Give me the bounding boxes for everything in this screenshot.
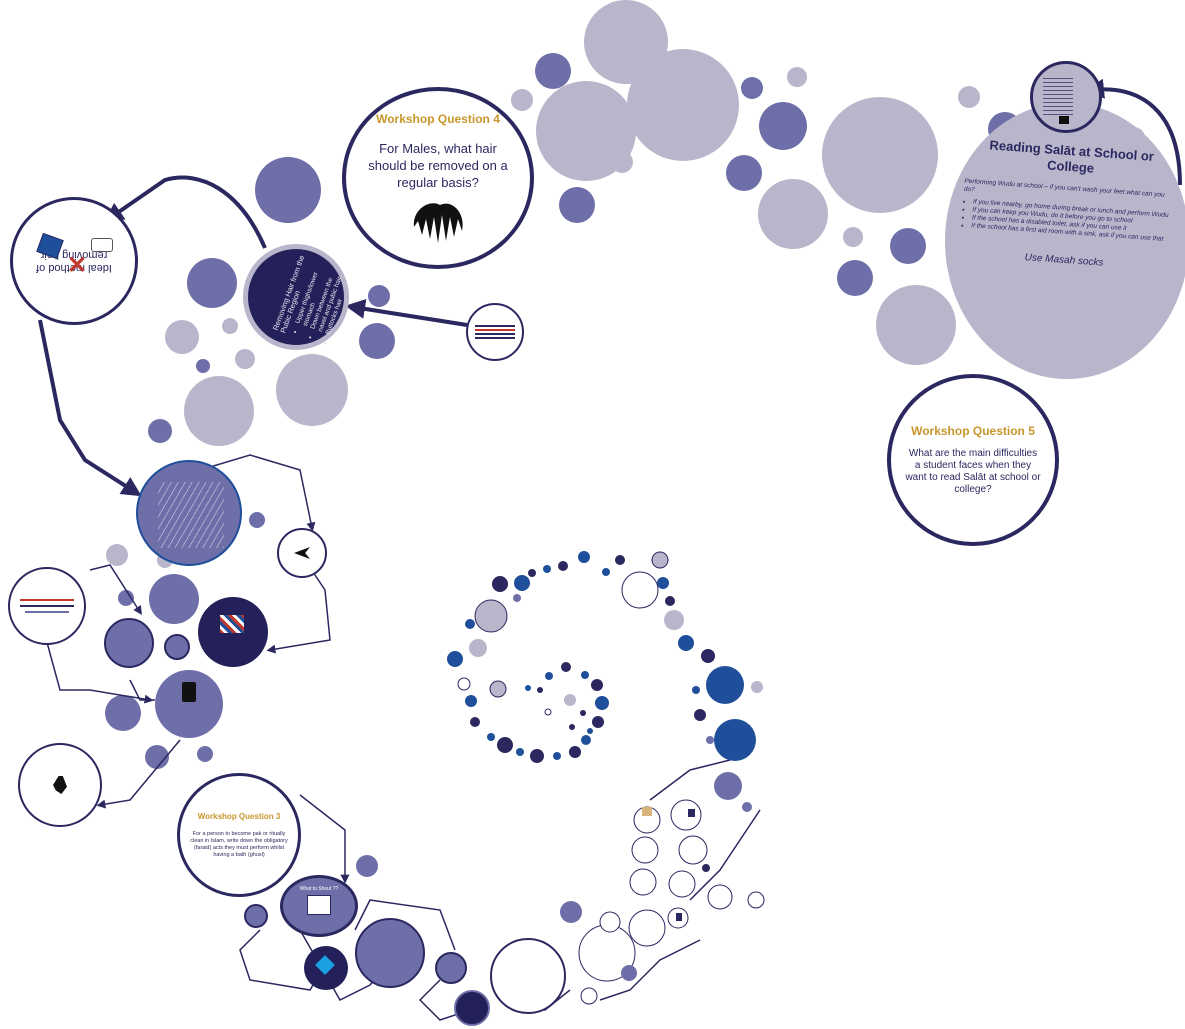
- small-dark-frame-3[interactable]: [454, 990, 490, 1026]
- central-spiral: [447, 551, 763, 800]
- arrow-icon: [294, 547, 310, 559]
- small-grey-frame-1[interactable]: [244, 904, 268, 928]
- reading-salat-frame[interactable]: Reading Salāt at School or College Perfo…: [945, 103, 1185, 379]
- workshop-question-3-body: For a person to become pak or ritually c…: [190, 830, 288, 858]
- workshop-question-4-frame[interactable]: Workshop Question 4 For Males, what hair…: [342, 87, 534, 269]
- workshop-question-3-frame[interactable]: Workshop Question 3 For a person to beco…: [177, 773, 301, 897]
- lower-left-bubble-cluster: [105, 512, 582, 923]
- grey-small-frame[interactable]: [164, 634, 190, 660]
- removing-hair-frame[interactable]: Removing Hair from the Pubic Region Uppe…: [243, 244, 349, 350]
- workshop-question-5-title: Workshop Question 5: [911, 424, 1035, 438]
- bottom-left-frame[interactable]: [18, 743, 102, 827]
- spiral-mini-frames: [578, 799, 765, 1005]
- ideal-method-frame[interactable]: Ideal method of removing hair ✕: [10, 197, 138, 325]
- workshop-question-4-title: Workshop Question 4: [376, 111, 500, 126]
- left-bubble-cluster: [148, 157, 395, 446]
- hair-tuft-icon: [413, 202, 463, 243]
- colorful-dark-frame[interactable]: [198, 597, 268, 667]
- workshop-question-4-body: For Males, what hair should be removed o…: [368, 140, 508, 190]
- reading-salat-footer: Use Masah socks: [1024, 252, 1104, 269]
- small-note-frame[interactable]: [466, 303, 524, 361]
- mini-frame-b[interactable]: [8, 567, 86, 645]
- reading-salat-title: Reading Salāt at School or College: [989, 137, 1155, 176]
- bucket-frame[interactable]: [155, 670, 223, 738]
- mini-frame-a[interactable]: [277, 528, 327, 578]
- bottom-text-frame[interactable]: [490, 938, 566, 1014]
- tool-icon: [91, 238, 113, 252]
- workshop-question-5-frame[interactable]: Workshop Question 5 What are the main di…: [887, 374, 1059, 546]
- workshop-question-3-title: Workshop Question 3: [197, 811, 281, 821]
- what-to-shout-frame[interactable]: What to Shout ??: [280, 875, 358, 937]
- workshop-question-5-body: What are the main difficulties a student…: [905, 448, 1041, 495]
- figure-icon: [53, 776, 67, 794]
- purple-detail-frame[interactable]: [136, 460, 242, 566]
- top-bubble-chain: [511, 0, 1145, 365]
- reading-preview-frame[interactable]: [1030, 61, 1102, 133]
- grey-lines-frame[interactable]: [104, 618, 154, 668]
- dark-diamond-frame[interactable]: [304, 946, 348, 990]
- cross-icon: ✕: [67, 252, 88, 279]
- what-to-shout-label: What to Shout ??: [299, 886, 339, 892]
- large-purple-frame[interactable]: [355, 918, 425, 988]
- spiral-mini-decor: [621, 802, 752, 981]
- bucket-icon: [182, 682, 196, 702]
- small-grey-frame-2[interactable]: [435, 952, 467, 984]
